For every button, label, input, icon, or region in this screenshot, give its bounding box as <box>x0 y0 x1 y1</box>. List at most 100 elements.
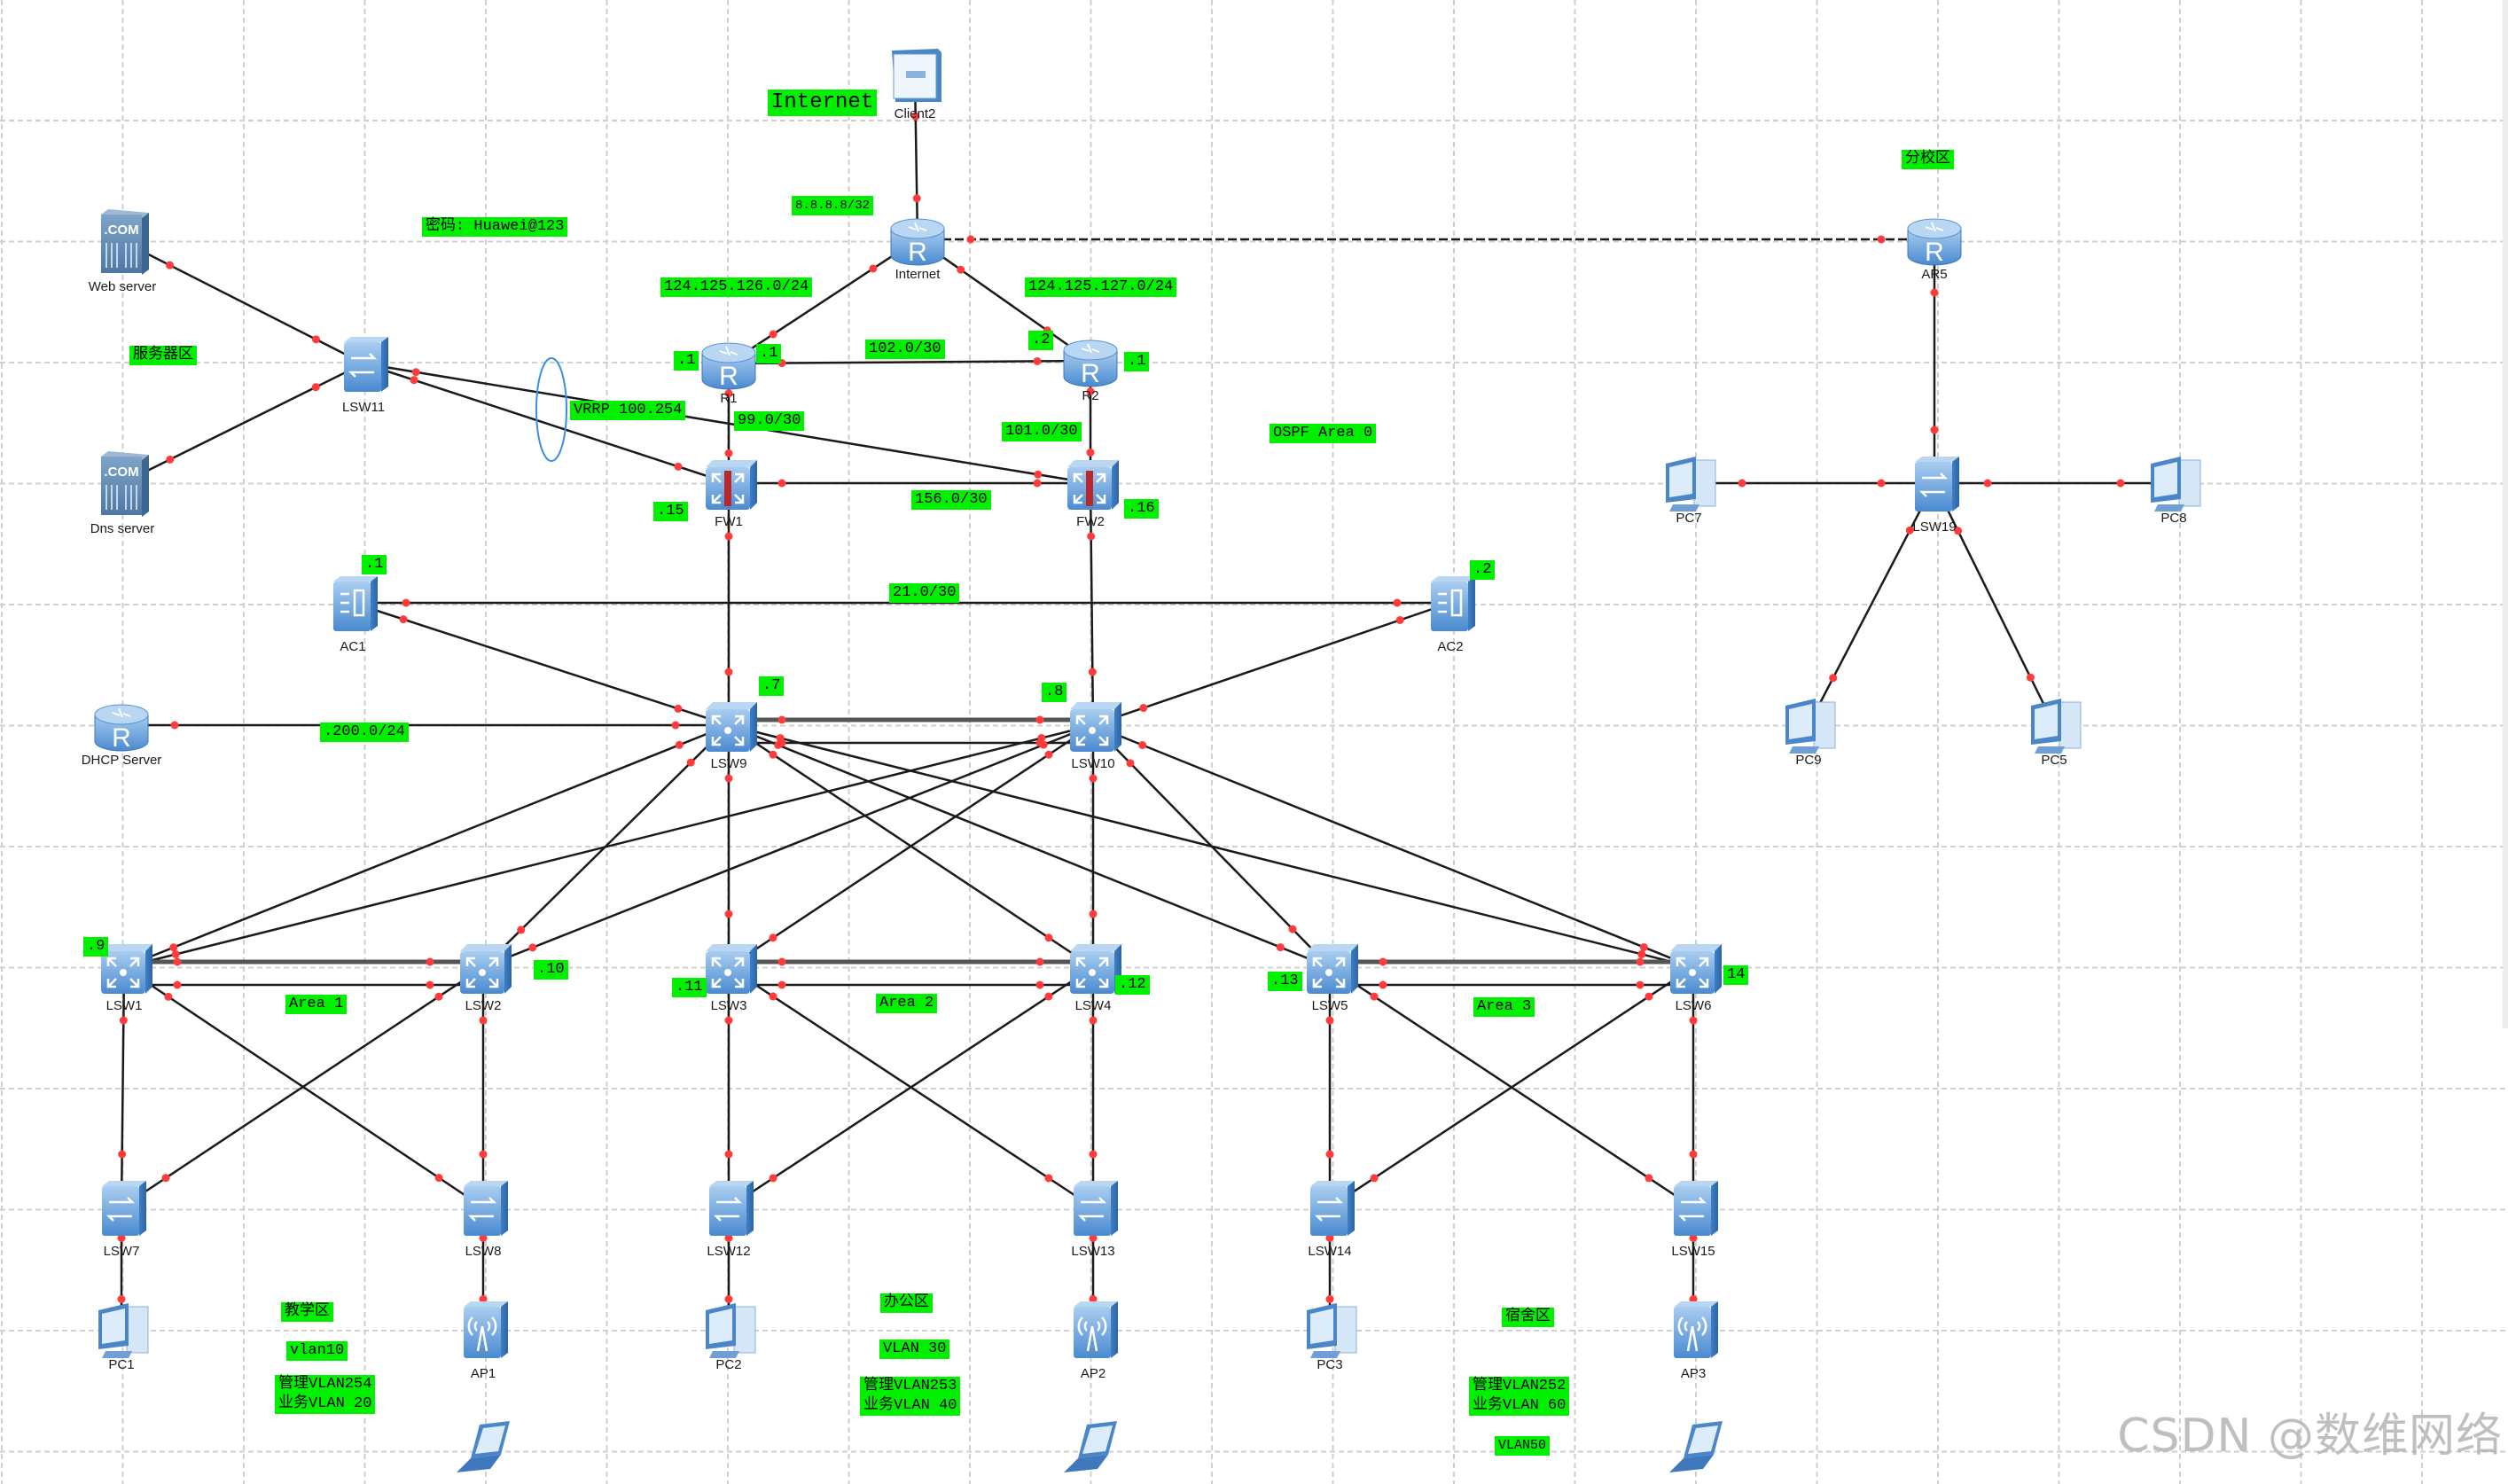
node-pc7[interactable]: PC7 <box>1666 457 1716 526</box>
node-ac1[interactable]: AC1 <box>333 576 378 654</box>
node-pc5[interactable]: PC5 <box>2031 699 2082 768</box>
node-lsw3[interactable]: LSW3 <box>706 944 757 1013</box>
port-dot <box>1877 235 1886 244</box>
link-LSW10-LSW3[interactable] <box>728 723 1094 969</box>
node-sta1[interactable] <box>457 1421 510 1472</box>
node-r2[interactable]: RR2 <box>1063 340 1118 403</box>
node-label: LSW3 <box>711 998 747 1013</box>
node-client2[interactable]: Client2 <box>892 49 941 121</box>
link-LSW2-LSW7[interactable] <box>121 965 484 1209</box>
node-lsw14[interactable]: LSW14 <box>1308 1181 1355 1259</box>
node-pc9[interactable]: PC9 <box>1785 699 1836 768</box>
node-lsw12[interactable]: LSW12 <box>707 1181 754 1259</box>
node-sta2[interactable] <box>1064 1421 1117 1472</box>
node-pc1[interactable]: PC1 <box>98 1303 149 1372</box>
port-dot <box>911 112 920 121</box>
node-fw2[interactable]: FW2 <box>1067 460 1119 529</box>
node-lsw2[interactable]: LSW2 <box>460 944 512 1013</box>
node-ap3[interactable]: AP3 <box>1674 1301 1718 1381</box>
link-LSW10-LSW6[interactable] <box>1092 723 1694 969</box>
port-dot <box>479 1016 488 1025</box>
link-LSW9-LSW1[interactable] <box>123 723 730 969</box>
port-dot <box>774 740 783 749</box>
pc-icon <box>1785 699 1836 754</box>
port-dot <box>1089 1295 1098 1303</box>
link-Internet-R1[interactable] <box>728 238 918 365</box>
node-lsw11[interactable]: LSW11 <box>342 337 388 415</box>
node-lsw1[interactable]: LSW1 <box>101 944 152 1013</box>
node-lsw6[interactable]: LSW6 <box>1670 944 1722 1013</box>
node-ap1[interactable]: AP1 <box>464 1301 508 1381</box>
firewall-icon <box>1067 460 1119 510</box>
node-pc8[interactable]: PC8 <box>2151 457 2201 526</box>
port-dot <box>517 926 526 934</box>
scrollbar-track[interactable] <box>2503 0 2508 1028</box>
node-label: LSW1 <box>106 998 143 1013</box>
port-dot <box>674 462 683 471</box>
link-Web-LSW11[interactable] <box>121 239 364 365</box>
node-lsw8[interactable]: LSW8 <box>464 1181 508 1259</box>
node-lsw10[interactable]: LSW10 <box>1070 702 1121 771</box>
node-lsw4[interactable]: LSW4 <box>1070 944 1121 1013</box>
port-dot <box>1086 449 1095 457</box>
lsw9-ip-tag: .7 <box>759 676 785 696</box>
switch-icon <box>1074 1181 1118 1236</box>
link-LSW1-LSW7[interactable] <box>120 966 126 1208</box>
link-LSW10-LSW2[interactable] <box>482 723 1094 969</box>
node-r1[interactable]: RR1 <box>701 342 756 406</box>
link-LSW9-LSW5[interactable] <box>728 723 1331 969</box>
port-dot <box>1089 774 1098 783</box>
link-LSW6-LSW14[interactable] <box>1329 965 1694 1209</box>
node-ap2[interactable]: AP2 <box>1074 1301 1118 1381</box>
node-label: FW2 <box>1076 514 1105 529</box>
link-LSW19-PC5[interactable] <box>1933 482 2056 726</box>
svg-text:R: R <box>1925 238 1944 267</box>
port-dot <box>1276 943 1285 952</box>
link-LSW19-PC9[interactable] <box>1807 482 1936 726</box>
node-lsw15[interactable]: LSW15 <box>1671 1181 1718 1259</box>
node-lsw7[interactable]: LSW7 <box>102 1181 146 1259</box>
node-fw1[interactable]: FW1 <box>706 460 757 529</box>
port-dot <box>1379 957 1387 966</box>
port-dot <box>434 992 443 1001</box>
link-LSW11-FW1[interactable] <box>363 362 730 485</box>
node-ac2[interactable]: AC2 <box>1431 576 1475 654</box>
access-point-icon <box>1074 1301 1118 1358</box>
node-lsw5[interactable]: LSW5 <box>1307 944 1358 1013</box>
link-AC2-LSW10[interactable] <box>1092 601 1451 727</box>
link-LSW4-LSW12[interactable] <box>728 965 1094 1209</box>
link-FW2-LSW10[interactable] <box>1089 482 1095 726</box>
node-lsw13[interactable]: LSW13 <box>1071 1181 1118 1259</box>
lsw5-ip-tag: .13 <box>1268 972 1302 991</box>
link-LSW11-FW2[interactable] <box>363 362 1091 485</box>
node-pc2[interactable]: PC2 <box>706 1303 756 1372</box>
node-lsw19[interactable]: LSW19 <box>1912 457 1959 535</box>
port-dot <box>1086 387 1095 395</box>
link-AC1-LSW9[interactable] <box>352 601 730 727</box>
port-dot <box>1044 1174 1053 1183</box>
node-lsw9[interactable]: LSW9 <box>706 702 757 771</box>
link-LSW10-LSW1[interactable] <box>123 723 1094 969</box>
link-R1-R2[interactable] <box>728 359 1091 365</box>
port-dot <box>671 721 680 730</box>
node-label: LSW8 <box>465 1244 502 1259</box>
link-Dns-LSW11[interactable] <box>121 362 364 485</box>
node-label: LSW7 <box>104 1244 140 1259</box>
port-dot <box>171 949 180 958</box>
port-dot <box>1325 1234 1334 1242</box>
node-label: Dns server <box>90 521 155 536</box>
node-sta3[interactable] <box>1669 1421 1723 1472</box>
lsw4-ip-tag: .12 <box>1115 975 1150 995</box>
port-dot <box>1033 356 1042 365</box>
link-Internet-R2[interactable] <box>917 238 1091 363</box>
node-pc3[interactable]: PC3 <box>1307 1303 1357 1372</box>
office-vlan-tag: VLAN 30 <box>879 1340 950 1359</box>
port-dot <box>166 261 175 269</box>
svg-text:.COM: .COM <box>104 223 138 238</box>
link-Client2-Internet[interactable] <box>913 74 919 240</box>
